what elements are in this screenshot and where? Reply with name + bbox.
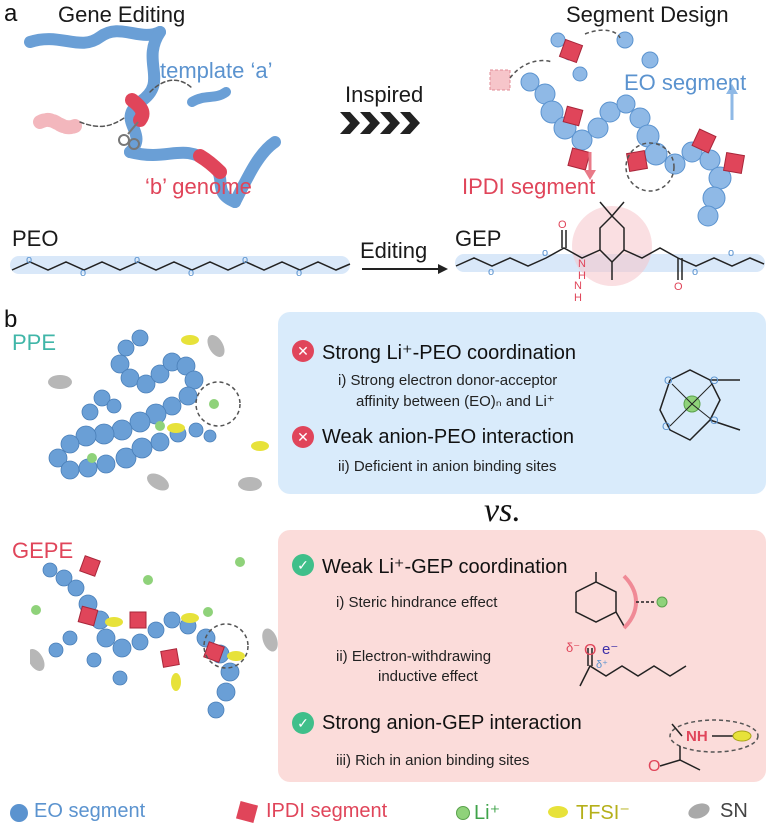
eo-segment-label: EO segment	[624, 70, 747, 95]
tfsi-anion-icon	[548, 806, 568, 818]
steric-hindrance-graphic	[575, 572, 668, 630]
svg-text:o: o	[728, 247, 734, 259]
peo-chain-graphic: o o o o o o	[10, 254, 351, 279]
crown-ether-li-graphic: O O O O	[659, 369, 741, 441]
editing-label: Editing	[360, 238, 428, 263]
check-icon: ✓	[292, 712, 314, 734]
sn-icon	[686, 800, 712, 822]
svg-text:O: O	[664, 375, 673, 387]
gene-ribbon-graphic	[24, 25, 281, 208]
editing-arrow-icon	[362, 264, 448, 274]
gepe-sub-3: iii) Rich in anion binding sites	[336, 752, 530, 769]
segment-design-title: Segment Design	[566, 2, 729, 27]
svg-text:o: o	[542, 247, 548, 259]
gepe-sub-2b: inductive effect	[378, 668, 478, 685]
svg-text:o: o	[692, 266, 698, 278]
legend-tfsi: TFSI⁻	[576, 802, 630, 824]
svg-text:o: o	[188, 267, 194, 279]
gepe-info-box	[278, 530, 766, 782]
anion-binding-graphic	[659, 719, 759, 771]
delta-minus-label: δ⁻	[566, 640, 581, 655]
legend-ipdi: IPDI segment	[266, 800, 388, 822]
gepe-label: GEPE	[12, 538, 74, 563]
ipdi-segment-label: IPDI segment	[462, 174, 596, 199]
gep-nh-n-upper: N	[578, 258, 586, 270]
eo-segment-icon	[10, 804, 28, 822]
svg-text:O: O	[662, 421, 671, 433]
electron-label: e⁻	[602, 641, 619, 658]
ipdi-segment-icon	[235, 800, 259, 824]
ppe-title-1: Strong Li⁺-PEO coordination	[322, 342, 577, 364]
svg-text:O: O	[710, 415, 719, 427]
gep-label: GEP	[455, 226, 502, 251]
delta-plus-label: δ⁺	[596, 659, 608, 671]
peo-label: PEO	[12, 226, 59, 251]
inspired-label: Inspired	[345, 82, 424, 107]
nh-label: NH	[686, 728, 708, 745]
legend-eo: EO segment	[34, 800, 146, 822]
ppe-sub-2: ii) Deficient in anion binding sites	[338, 458, 557, 475]
svg-text:O: O	[674, 281, 683, 293]
svg-text:o: o	[26, 254, 32, 266]
svg-text:o: o	[242, 254, 248, 266]
svg-text:O: O	[558, 219, 567, 231]
panel-a-letter: a	[4, 0, 18, 27]
legend: EO segment IPDI segment Li⁺ TFSI⁻ SN	[8, 800, 768, 824]
template-a-label: template ‘a’	[160, 58, 273, 83]
gep-nh-n-lower: N	[574, 280, 582, 292]
check-icon: ✓	[292, 554, 314, 576]
legend-sn: SN	[720, 800, 748, 822]
gene-editing-title: Gene Editing	[58, 2, 186, 27]
ppe-title-2: Weak anion-PEO interaction	[322, 426, 574, 448]
gepe-sub-1: i) Steric hindrance effect	[336, 594, 498, 611]
gep-nh-h-lower: H	[574, 292, 582, 304]
b-genome-label: ‘b’ genome	[145, 174, 252, 199]
gep-nh-h-upper: H	[578, 270, 586, 282]
svg-text:O: O	[710, 375, 719, 387]
carbonyl-o-label: O	[648, 758, 661, 775]
svg-text:o: o	[296, 267, 302, 279]
cross-icon: ✕	[292, 340, 314, 362]
cross-icon: ✕	[292, 426, 314, 448]
ppe-polymer-graphic	[48, 329, 269, 491]
inductive-effect-graphic	[579, 648, 687, 687]
legend-li: Li⁺	[474, 802, 501, 824]
gepe-title-1: Weak Li⁺-GEP coordination	[322, 556, 568, 578]
o-label: O	[584, 642, 597, 659]
ppe-sub-1a: i) Strong electron donor-acceptor	[338, 372, 558, 389]
versus-label: vs.	[484, 492, 521, 529]
gepe-title-2: Strong anion-GEP interaction	[322, 712, 582, 734]
panel-b-letter: b	[4, 306, 18, 333]
gep-structure-graphic: O O o o o o	[455, 201, 765, 293]
ppe-label: PPE	[12, 330, 57, 355]
li-ion-icon	[456, 806, 470, 820]
svg-text:o: o	[134, 254, 140, 266]
gepe-polymer-graphic	[30, 555, 278, 719]
gepe-sub-2a: ii) Electron-withdrawing	[336, 648, 492, 665]
ppe-sub-1b: affinity between (EO)ₙ and Li⁺	[356, 393, 555, 410]
svg-text:o: o	[80, 267, 86, 279]
inspired-chevrons-icon	[340, 112, 420, 134]
segment-design-graphic	[489, 29, 746, 227]
svg-text:o: o	[488, 266, 494, 278]
